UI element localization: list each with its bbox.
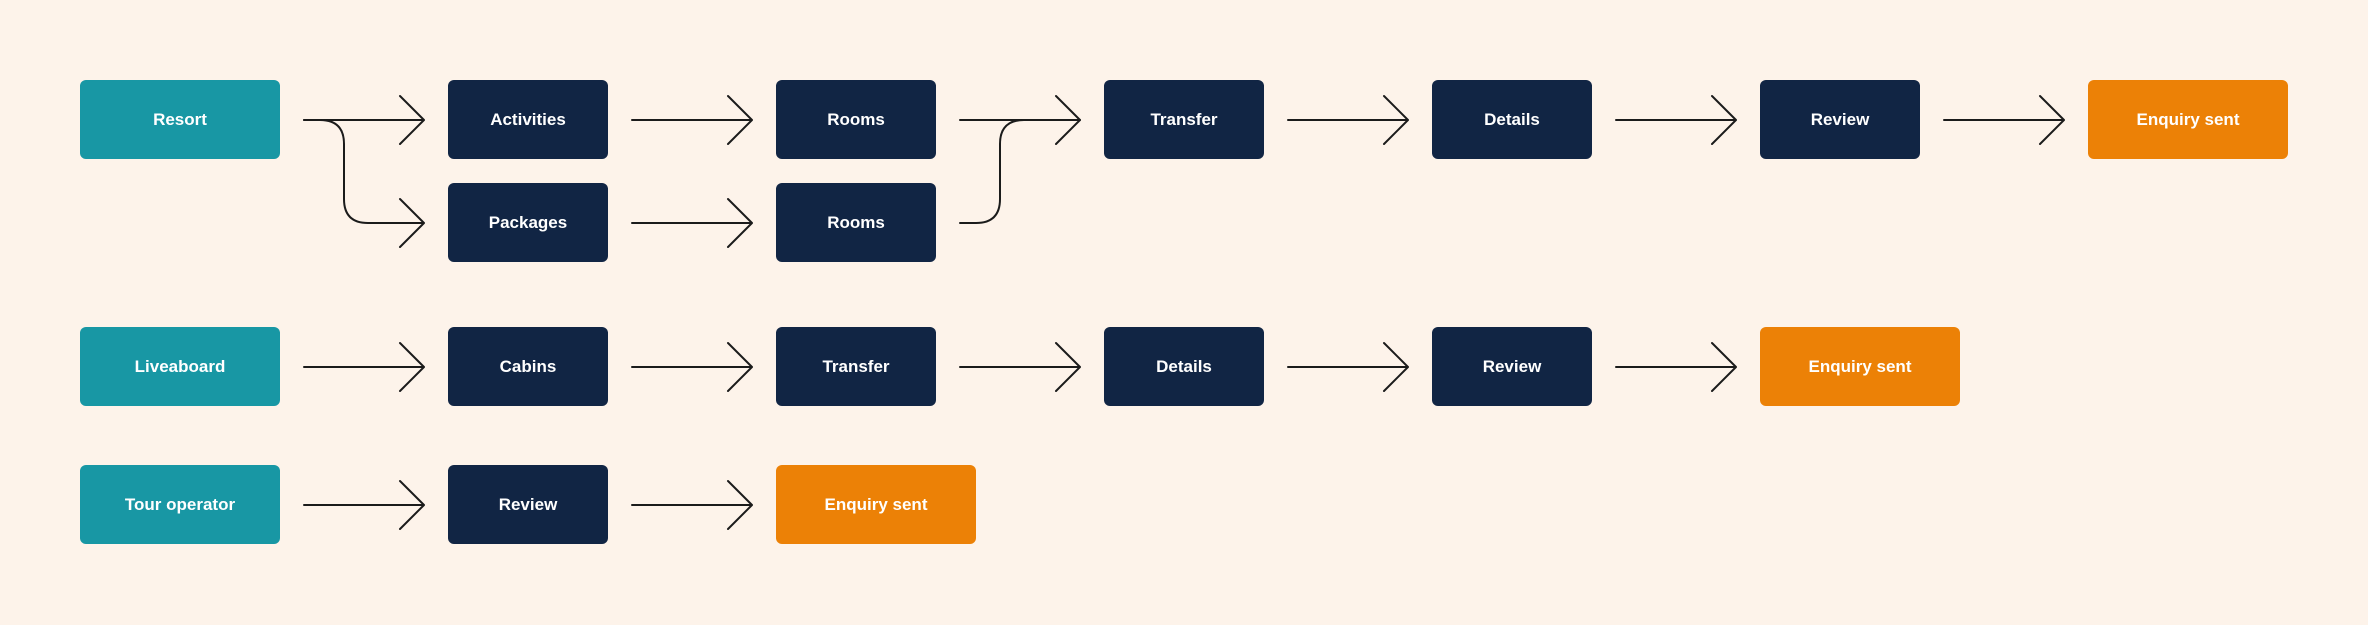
review-step-node: Review	[1760, 80, 1920, 159]
transfer-step-node: Transfer	[1104, 80, 1264, 159]
review-step-node: Review	[1432, 327, 1592, 406]
arrow-cabins-to-transfer	[631, 342, 753, 392]
arrow-review-to-enquiry	[1943, 95, 2065, 145]
arrow-packages-to-rooms	[631, 198, 753, 248]
details-step-node: Details	[1104, 327, 1264, 406]
packages-step-node: Packages	[448, 183, 608, 262]
tour-operator-start-node: Tour operator	[80, 465, 280, 544]
liveaboard-start-node: Liveaboard	[80, 327, 280, 406]
arrow-review-to-enquiry	[631, 480, 753, 530]
enquiry-sent-end-node: Enquiry sent	[2088, 80, 2288, 159]
arrow-activities-to-rooms	[631, 95, 753, 145]
arrow-review-to-enquiry	[1615, 342, 1737, 392]
arrow-transfer-to-details	[1287, 95, 1409, 145]
cabins-step-node: Cabins	[448, 327, 608, 406]
resort-start-node: Resort	[80, 80, 280, 159]
enquiry-sent-end-node: Enquiry sent	[1760, 327, 1960, 406]
transfer-step-node: Transfer	[776, 327, 936, 406]
arrow-liveaboard-to-cabins	[303, 342, 425, 392]
details-step-node: Details	[1432, 80, 1592, 159]
arrow-transfer-to-details	[959, 342, 1081, 392]
arrow-details-to-review	[1615, 95, 1737, 145]
rooms-step-node: Rooms	[776, 80, 936, 159]
arrow-resort-to-packages	[303, 119, 425, 248]
arrow-touroperator-to-review	[303, 480, 425, 530]
rooms-step-node: Rooms	[776, 183, 936, 262]
review-step-node: Review	[448, 465, 608, 544]
arrow-details-to-review	[1287, 342, 1409, 392]
arrow-rooms2-merge-to-transfer	[959, 119, 1081, 224]
enquiry-sent-end-node: Enquiry sent	[776, 465, 976, 544]
activities-step-node: Activities	[448, 80, 608, 159]
